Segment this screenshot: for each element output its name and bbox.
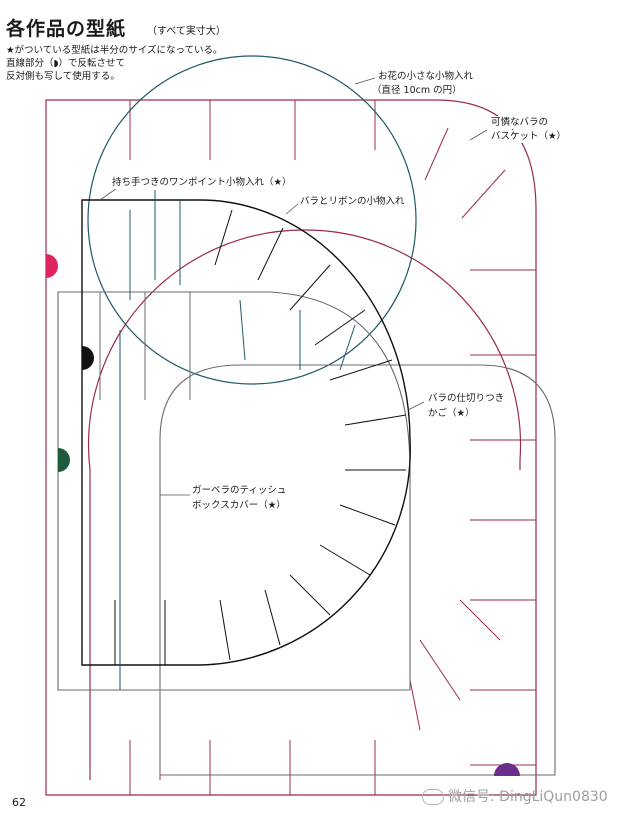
green-fold-dot [58,448,70,472]
page-subtitle: （すべて実寸大） [147,26,226,37]
label-rose-basket: 可憐なバラの [491,116,549,129]
ribbon-case-outline [87,229,522,780]
page-number: 62 [12,796,26,809]
watermark-text: 微信号: DingLiQun0830 [448,789,608,805]
label-ribbon-case: バラとリボンの小物入れ [300,195,405,208]
label-divider-basket: バラの仕切りつき [428,392,505,405]
label-divider-basket-2: かご（★） [428,407,475,420]
label-rose-basket-2: バスケット（★） [491,130,567,143]
pink-fold-dot [46,254,58,278]
note-line-2: 直線部分（◗）で反転させて [6,58,126,69]
tissue-cover-ticks [99,292,191,400]
label-flower-case: お花の小さな小物入れ [378,70,474,83]
handle-case-outline [81,199,411,666]
wechat-icon [422,789,444,805]
label-tissue-cover-2: ボックスカバー（★） [192,499,286,512]
flower-case-ticks [119,190,356,690]
handle-case-ticks [114,209,407,665]
purple-fold-dot [494,763,520,776]
page-title: 各作品の型紙 [6,18,127,40]
note-line-3: 反対側も写して使用する。 [6,71,120,82]
black-fold-dot [82,346,94,370]
label-handle-case: 持ち手つきのワンポイント小物入れ（★） [112,176,292,189]
divider-basket-outline [159,364,556,776]
label-flower-case-size: （直径 10cm の円） [372,84,462,97]
flower-case-circle [87,55,417,385]
watermark: 微信号: DingLiQun0830 [422,786,608,806]
label-tissue-cover: ガーベラのティッシュ [192,484,287,497]
note-line-1: ★がついている型紙は半分のサイズになっている。 [6,45,223,56]
